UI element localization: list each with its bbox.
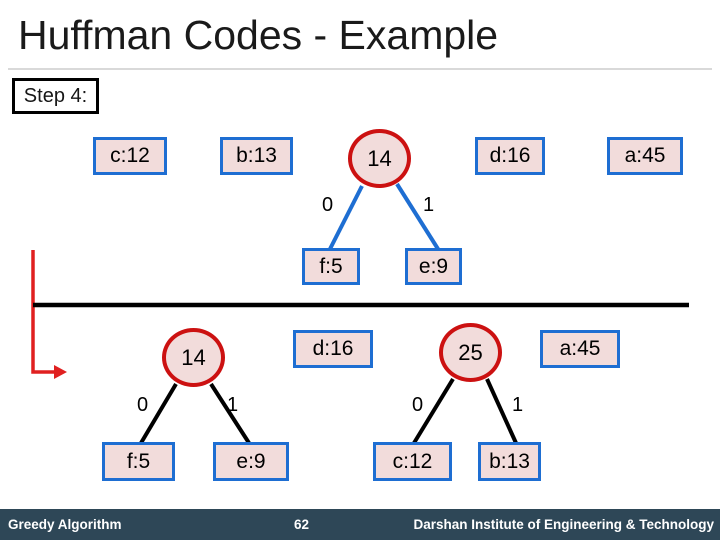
- node-label: e:9: [236, 449, 266, 473]
- node-d16-upper: d:16: [475, 137, 545, 175]
- node-label: e:9: [418, 254, 449, 278]
- node-d16-lower: d:16: [293, 330, 373, 368]
- footer-page-number: 62: [294, 517, 310, 532]
- step-label-box: Step 4:: [12, 78, 99, 114]
- upper-edge-label-0: 0: [322, 194, 334, 216]
- node-label: c:12: [110, 144, 150, 167]
- node-label: 14: [181, 344, 206, 370]
- step-flow-arrow-head: [54, 365, 67, 379]
- node-f5-lower: f:5: [102, 442, 175, 481]
- node-a45-upper: a:45: [607, 137, 683, 175]
- node-14-upper: 14: [348, 129, 411, 188]
- node-e9-upper: e:9: [405, 248, 462, 285]
- node-label: b:13: [489, 449, 530, 473]
- lower-tree25-edge-label-0: 0: [412, 394, 424, 416]
- node-14-lower: 14: [162, 328, 225, 387]
- lower-tree14-edge-label-0: 0: [137, 394, 149, 416]
- upper-edge-label-1: 1: [423, 194, 435, 216]
- node-label: a:45: [624, 144, 666, 167]
- node-f5-upper: f:5: [302, 248, 360, 285]
- node-label: a:45: [559, 337, 601, 360]
- title-underline: [8, 68, 712, 70]
- node-c12-lower: c:12: [373, 442, 452, 481]
- node-label: f:5: [319, 254, 343, 278]
- page-title: Huffman Codes - Example: [18, 12, 499, 58]
- node-label: d:16: [489, 144, 531, 167]
- step-label: Step 4:: [23, 84, 88, 107]
- node-b13-upper: b:13: [220, 137, 293, 175]
- node-e9-lower: e:9: [213, 442, 289, 481]
- upper-tree-left-edge: [328, 185, 364, 250]
- node-label: c:12: [392, 449, 433, 473]
- node-label: 25: [458, 339, 483, 365]
- node-c12-upper: c:12: [93, 137, 167, 175]
- footer-bar: Greedy Algorithm 62 Darshan Institute of…: [0, 509, 720, 540]
- node-a45-lower: a:45: [540, 330, 620, 368]
- step-flow-arrow-line: [31, 250, 55, 374]
- node-label: b:13: [236, 144, 277, 167]
- lower-tree25-edge-label-1: 1: [512, 394, 524, 416]
- footer-institute-name: Darshan Institute of Engineering & Techn…: [413, 517, 714, 532]
- lower-tree14-edge-label-1: 1: [227, 394, 239, 416]
- footer-course-name: Greedy Algorithm: [8, 517, 122, 532]
- node-b13-lower: b:13: [478, 442, 541, 481]
- node-label: f:5: [126, 449, 151, 473]
- node-label: 14: [367, 145, 392, 171]
- node-25-lower: 25: [439, 323, 502, 382]
- node-label: d:16: [312, 337, 354, 360]
